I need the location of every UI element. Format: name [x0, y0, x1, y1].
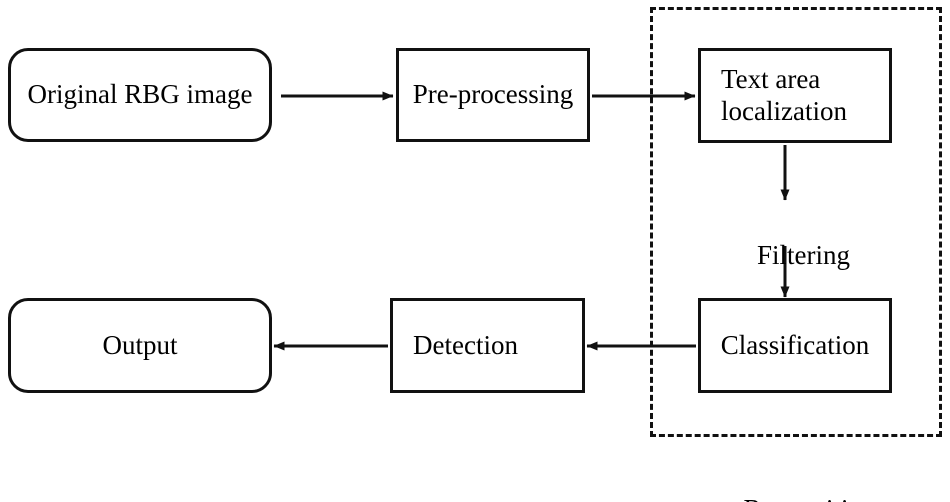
recognition-group-box: [650, 7, 942, 437]
edge-label-filtering: Filtering: [730, 208, 850, 304]
node-text-area-localization-line2: localization: [721, 95, 847, 126]
recognition-group-caption-text: Recognition: [744, 494, 876, 502]
node-classification-label: Classification: [720, 329, 870, 360]
edge-label-filtering-text: Filtering: [757, 239, 850, 270]
node-detection-label: Detection: [413, 329, 518, 360]
node-pre-processing-label: Pre-processing: [412, 79, 574, 110]
node-pre-processing[interactable]: Pre-processing: [396, 48, 590, 142]
node-text-area-localization-label: Text area localization: [721, 64, 847, 128]
node-classification[interactable]: Classification: [698, 298, 892, 393]
node-detection[interactable]: Detection: [390, 298, 585, 393]
node-original-image[interactable]: Original RBG image: [8, 48, 272, 142]
node-original-image-label: Original RBG image: [27, 79, 253, 110]
node-text-area-localization-line1: Text area: [721, 63, 821, 94]
node-output[interactable]: Output: [8, 298, 272, 393]
node-text-area-localization[interactable]: Text area localization: [698, 48, 892, 143]
node-output-label: Output: [102, 329, 178, 360]
recognition-group-caption: Recognition: [650, 462, 942, 502]
